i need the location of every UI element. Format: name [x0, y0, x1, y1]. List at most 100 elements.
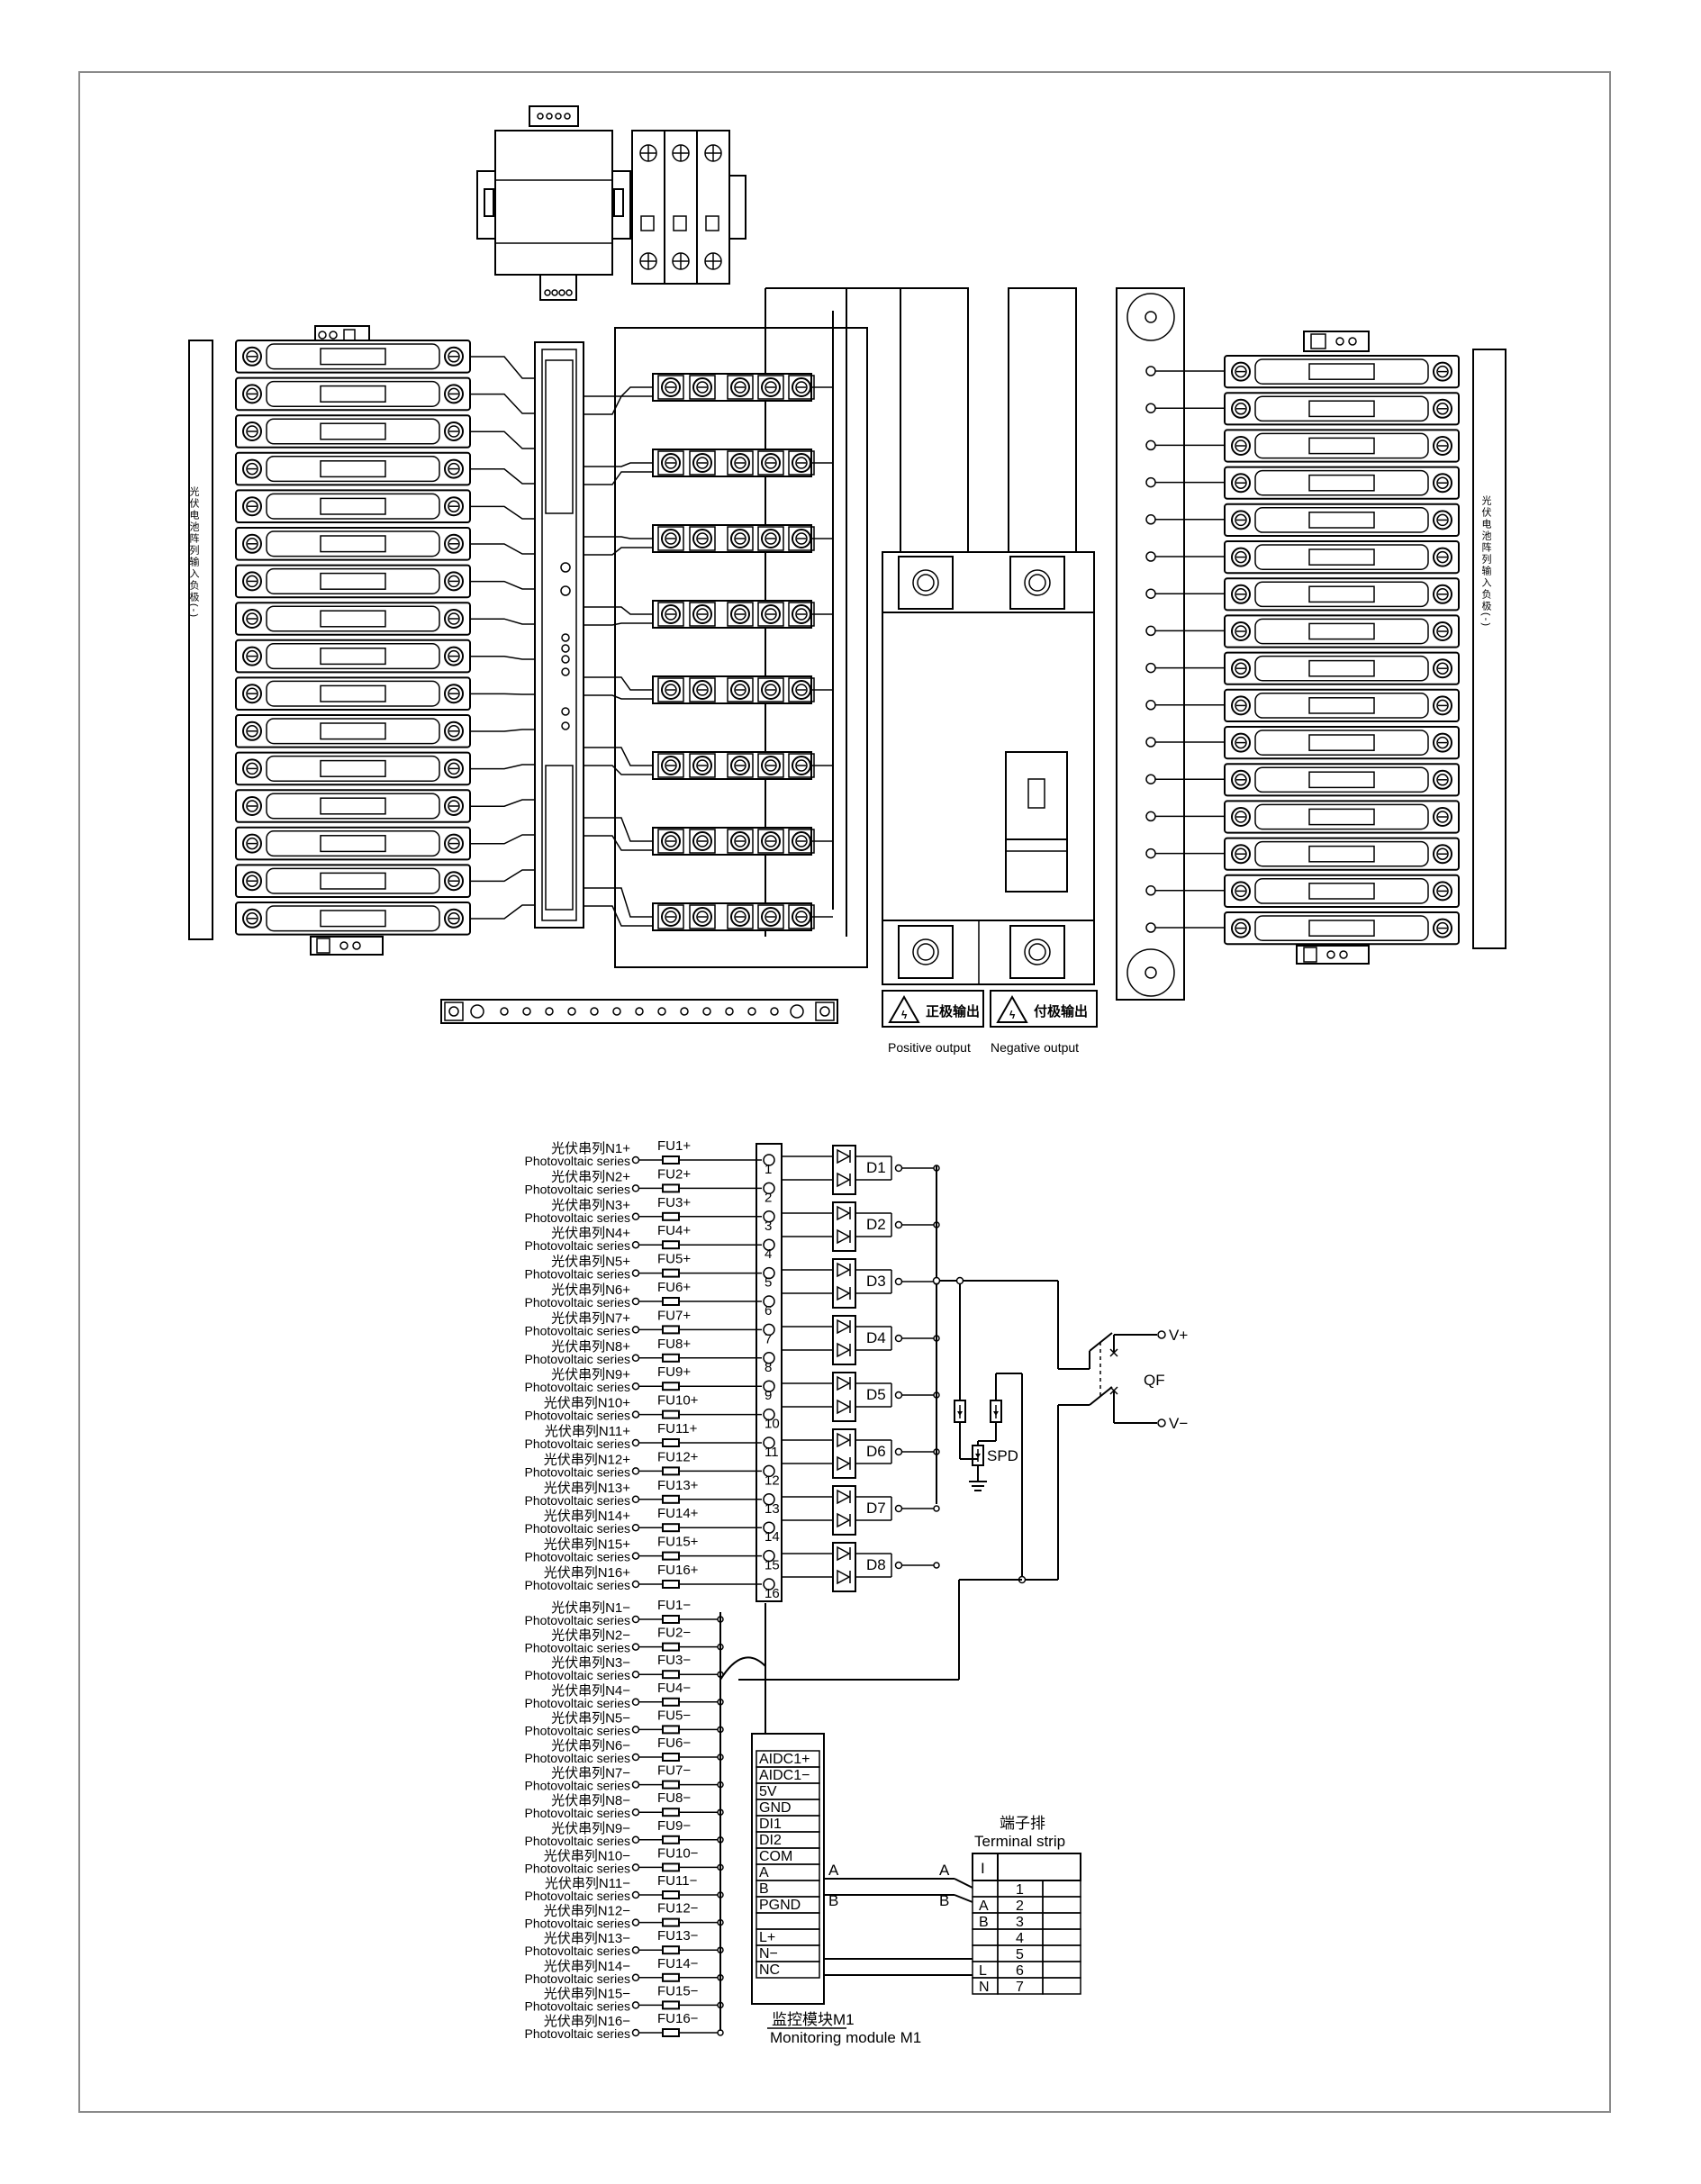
fuse-lead [470, 505, 535, 520]
fuse-cartridge [1254, 432, 1429, 459]
string-label-en: Photovoltaic series [524, 1409, 630, 1423]
fuse-holder-body [1224, 800, 1460, 834]
fuse-holder [235, 376, 471, 412]
monitor-pin-label: N− [759, 1946, 778, 1962]
strip-right-cell [1042, 1961, 1081, 1979]
string-label-en: Photovoltaic series [524, 1668, 630, 1682]
screw-icon-inner [1235, 774, 1247, 786]
busbar-tap [1145, 551, 1156, 562]
right-fuse-rail [1296, 331, 1506, 965]
fuse-window [1308, 400, 1375, 418]
fuse-symbol [662, 1890, 680, 1899]
string-input-node [631, 1495, 640, 1504]
screw-icon-inner [448, 837, 460, 850]
monitor-title-en: Monitoring module M1 [770, 2029, 921, 2046]
fuse-window [1308, 512, 1375, 529]
screw-icon-inner [448, 800, 460, 812]
fuse-symbol [662, 1753, 680, 1762]
diode-label: D7 [866, 1500, 886, 1517]
diode-lead [584, 536, 653, 539]
string-label-cn: 光伏串列N3− [551, 1655, 630, 1671]
fuse-lead [470, 904, 535, 920]
busbar-tap [1145, 811, 1156, 822]
diode-lead [584, 471, 653, 485]
fuse-window [1308, 437, 1375, 455]
diode-label: D5 [866, 1386, 886, 1403]
left-fuse-rail [188, 325, 384, 956]
wire-b-label: B [828, 1892, 838, 1909]
fuse-symbol [662, 1670, 680, 1680]
fuse-label: FU7− [657, 1763, 691, 1779]
diode-label: D8 [866, 1556, 886, 1573]
string-label-en: Photovoltaic series [524, 1295, 630, 1309]
qf-label: QF [1144, 1372, 1165, 1389]
string-label-cn: 光伏串列N7+ [551, 1310, 630, 1326]
fuse-holder-body [1224, 577, 1460, 612]
fuse-holder [1224, 466, 1460, 500]
bus-node [955, 1276, 964, 1285]
string-label-en: Photovoltaic series [524, 1238, 630, 1253]
fuse-holder [1224, 651, 1460, 685]
screw-icon-inner [696, 911, 709, 923]
terminal-number: 15 [765, 1558, 780, 1573]
strip-number: 4 [1016, 1931, 1024, 1946]
string-label-en: Photovoltaic series [524, 1578, 630, 1592]
screw-icon-inner [448, 912, 460, 925]
busbar-tap [1145, 366, 1156, 376]
fuse-lead [470, 618, 535, 625]
screw-icon-inner [696, 759, 709, 772]
bus-node [932, 1276, 941, 1285]
string-label-en: Photovoltaic series [524, 1380, 630, 1394]
screw-icon-inner [1235, 884, 1247, 898]
fuse-label: FU7+ [657, 1308, 691, 1323]
fuse-cartridge [1254, 544, 1429, 570]
string-label-cn: 光伏串列N4+ [551, 1226, 630, 1241]
string-input-node [631, 1326, 640, 1334]
diode-terminal [657, 526, 684, 551]
screw-icon-inner [448, 387, 460, 401]
fuse-window [320, 460, 386, 478]
screw-icon-inner [1436, 365, 1449, 378]
fuse-cartridge [266, 567, 440, 594]
diode-terminal [727, 526, 754, 551]
diode-symbol [837, 1545, 851, 1562]
positive-output-cn: 正极输出 [926, 1003, 980, 1020]
diode-terminal [689, 753, 716, 778]
fuse-cartridge [1254, 395, 1429, 422]
fuse-holder [235, 826, 471, 861]
fuse-label: FU10+ [657, 1393, 699, 1409]
screw-icon-inner [665, 532, 677, 545]
string-label-en: Photovoltaic series [524, 2026, 630, 2041]
diode-out-node [894, 1561, 903, 1570]
power-supply-module [476, 105, 631, 301]
busbar-tap [1145, 662, 1156, 674]
fuse-label: FU11− [657, 1873, 698, 1889]
diode-module [584, 524, 833, 556]
fuse-holder [235, 864, 471, 899]
fuse-label: FU1+ [657, 1138, 691, 1154]
screw-icon-inner [696, 457, 709, 469]
string-label-en: Photovoltaic series [524, 1154, 630, 1168]
string-input-node [631, 1615, 640, 1624]
schematic-view: 光伏串列N1+Photovoltaic seriesFU1+1光伏串列N2+Ph… [524, 1138, 1188, 2046]
fuse-symbol [662, 1382, 680, 1391]
ground-hole [612, 1007, 621, 1016]
diode-terminal [689, 526, 716, 551]
svg-text:ϟ: ϟ [1009, 1009, 1016, 1021]
fuse-window [1308, 920, 1375, 937]
fuse-label: FU6− [657, 1735, 691, 1751]
fuse-symbol [662, 1494, 680, 1504]
fuse-cartridge [266, 830, 440, 857]
string-label-cn: 光伏串列N12+ [544, 1452, 631, 1467]
fuse-cartridge [1254, 878, 1429, 904]
diode-pair: D6 [782, 1428, 940, 1479]
screw-icon-inner [1235, 588, 1247, 601]
string-label-en: Photovoltaic series [524, 1493, 630, 1508]
terminal-strip-title-en: Terminal strip [974, 1833, 1065, 1850]
fuse-symbol [662, 1697, 680, 1707]
screw-icon-inner [1436, 921, 1449, 935]
terminal-node [763, 1182, 775, 1195]
